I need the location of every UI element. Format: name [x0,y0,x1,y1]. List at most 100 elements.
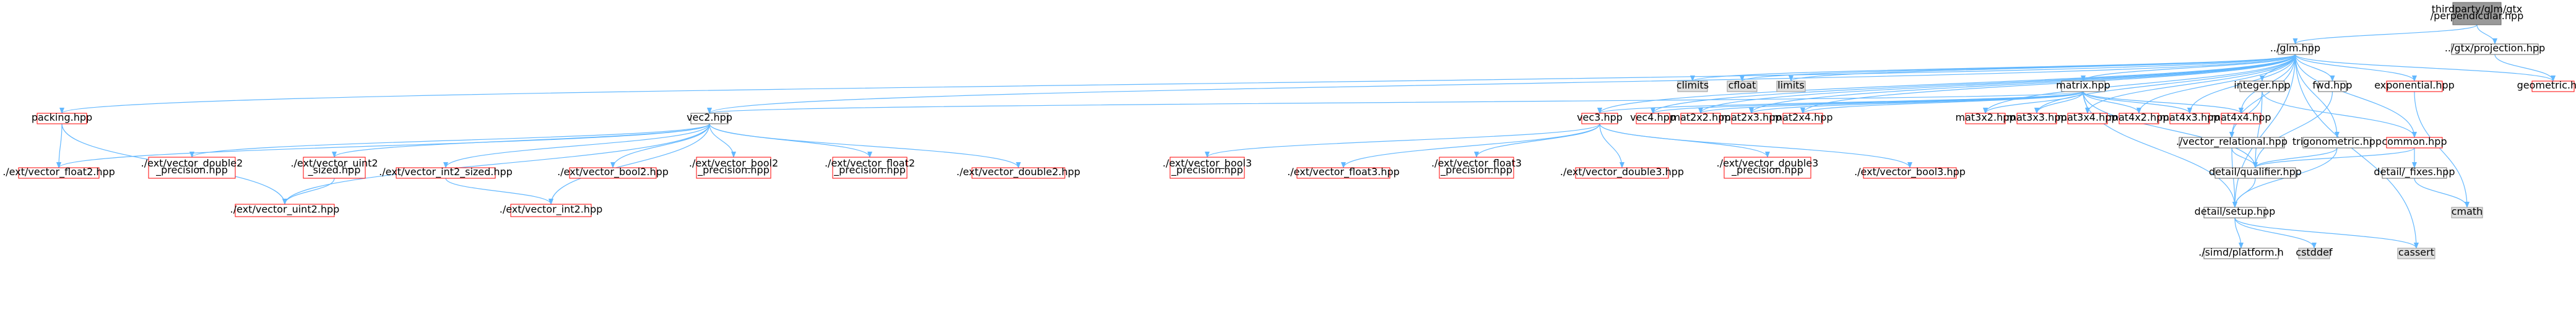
node-mat4x2[interactable]: mat4x2.hpp [2109,111,2169,124]
node-evd2[interactable]: ./ext/vector_double2.hpp [956,166,1080,179]
node-label: ./ext/vector_bool3_precision.hpp [1163,157,1252,176]
edge-glm-to-vec4 [1650,54,2296,114]
node-evf2p[interactable]: ./ext/vector_float2_precision.hpp [825,157,915,179]
node-evd3p[interactable]: ./ext/vector_double3_precision.hpp [1717,157,1819,179]
node-label: detail/qualifier.hpp [2209,166,2302,178]
node-box [2302,137,2372,149]
node-cassert[interactable]: cassert [2397,246,2435,259]
node-evu2s[interactable]: ./ext/vector_uint2_sized.hpp [290,157,378,179]
node-cfloat[interactable]: cfloat [1727,79,1758,92]
node-box [2179,137,2285,149]
edge-matrix-to-qualifier [2083,91,2258,168]
node-matrix[interactable]: matrix.hpp [2056,79,2110,92]
edge-matrix-to-mat3x3 [2034,91,2084,114]
node-geometric[interactable]: geometric.hpp [2517,79,2576,92]
edge-glm-to-geometric [2294,54,2556,82]
node-label: mat4x4.hpp [2211,111,2271,123]
node-mat4x4[interactable]: mat4x4.hpp [2211,111,2271,124]
node-vec4[interactable]: vec4.hpp [1630,111,1676,124]
edge-vec2-to-evf2p [709,123,872,158]
node-box [1724,157,1811,179]
node-mat3x4[interactable]: mat3x4.hpp [2057,111,2118,124]
edge-glm-to-cfloat [1740,54,2296,82]
node-evb3p[interactable]: ./ext/vector_bool3_precision.hpp [1163,157,1252,179]
edge-matrix-to-vec2 [708,91,2084,114]
node-mat2x3[interactable]: mat2x3.hpp [1721,111,1782,124]
node-box [2386,80,2443,92]
edge-vec3-to-evd3p [1599,123,1770,158]
node-vec3[interactable]: vec3.hpp [1577,111,1623,124]
node-box [696,157,771,179]
node-box [2318,80,2347,92]
node-box [2203,248,2279,259]
node-label: packing.hpp [32,111,92,123]
node-setup[interactable]: detail/setup.hpp [2195,205,2276,218]
node-evf2[interactable]: ./ext/vector_float2.hpp [2,166,115,179]
node-mat4x3[interactable]: mat4x3.hpp [2159,111,2220,124]
node-evi2[interactable]: ./ext/vector_int2.hpp [500,204,603,217]
node-qualifier[interactable]: detail/qualifier.hpp [2209,166,2302,179]
node-common[interactable]: common.hpp [2382,136,2447,149]
node-box [2278,43,2313,55]
node-limits[interactable]: limits [1776,79,1806,92]
node-cstddef[interactable]: cstddef [2296,246,2333,259]
node-label: ./ext/vector_bool2.hpp [557,166,669,178]
node-root[interactable]: thirdparty/glm/gtx/perpendicular.hpp [2431,2,2524,25]
node-box [2203,207,2266,218]
node-label: vec3.hpp [1577,111,1623,123]
node-evb2[interactable]: ./ext/vector_bool2.hpp [557,166,669,179]
node-box [2214,167,2296,179]
edge-vec2-to-evb2p [709,123,736,158]
edge-glm-to-limits [1789,54,2296,82]
edge-integer-to-common [2262,91,2417,138]
node-mat3x2[interactable]: mat3x2.hpp [1955,111,2016,124]
node-fwd[interactable]: fwd.hpp [2312,79,2353,92]
node-box [37,113,87,124]
edge-matrix-to-mat3x4 [2083,91,2090,114]
node-integer[interactable]: integer.hpp [2234,79,2291,92]
edge-glm-to-vec2 [707,54,2296,114]
node-mat2x4[interactable]: mat2x4.hpp [1772,111,1833,124]
node-label: ./ext/vector_uint2.hpp [230,204,340,216]
node-evu2[interactable]: ./ext/vector_uint2.hpp [230,204,340,217]
edge-vec2-to-evi2s [443,123,710,168]
node-evf3[interactable]: ./ext/vector_float3.hpp [1287,166,1400,179]
node-box [1727,80,1758,92]
node-vecrel[interactable]: ./vector_relational.hpp [2176,136,2288,149]
node-evb3[interactable]: ./ext/vector_bool3.hpp [1854,166,1966,179]
node-label: mat2x4.hpp [1772,111,1832,123]
node-evd2p[interactable]: ./ext/vector_double2_precision.hpp [141,157,243,179]
node-trig[interactable]: trigonometric.hpp [2292,136,2382,149]
node-label: ./ext/vector_uint2_sized.hpp [290,157,378,176]
node-climits[interactable]: climits [1676,79,1709,92]
node-box [1782,113,1823,124]
node-box [235,204,335,217]
node-box [2067,113,2108,124]
node-label: fwd.hpp [2312,79,2352,91]
node-evd3[interactable]: ./ext/vector_double3.hpp [1560,166,1684,179]
node-label: ./ext/vector_double3.hpp [1560,166,1684,178]
node-label: mat2x2.hpp [1670,111,1730,123]
node-exponential[interactable]: exponential.hpp [2374,79,2455,92]
node-cmath[interactable]: cmath [2451,205,2483,218]
edge-glm-to-cassert [2294,54,2419,249]
node-evf3p[interactable]: ./ext/vector_float3_precision.hpp [1431,157,1522,179]
node-vec2[interactable]: vec2.hpp [687,111,732,124]
node-box [2298,248,2330,259]
node-box [2221,113,2262,124]
node-label: thirdparty/glm/gtx/perpendicular.hpp [2431,3,2524,22]
node-label: cfloat [1728,79,1756,91]
edge-glm-to-mat3x2 [1983,54,2296,114]
node-evb2p[interactable]: ./ext/vector_bool2_precision.hpp [689,157,778,179]
node-label: ./ext/vector_double2_precision.hpp [141,157,243,176]
node-evi2s[interactable]: ./ext/vector_int2_sized.hpp [379,166,513,179]
node-mat2x2[interactable]: mat2x2.hpp [1670,111,1731,124]
node-mat3x3[interactable]: mat3x3.hpp [2006,111,2067,124]
node-platform[interactable]: ./simd/platform.h [2198,246,2284,259]
node-glm[interactable]: ../glm.hpp [2270,42,2320,55]
node-fixes[interactable]: detail/_fixes.hpp [2374,166,2455,179]
node-gtxproj[interactable]: ../gtx/projection.hpp [2445,42,2545,55]
node-box [1575,167,1669,179]
edge-setup-to-cstddef [2234,217,2317,249]
node-packing[interactable]: packing.hpp [32,111,92,124]
